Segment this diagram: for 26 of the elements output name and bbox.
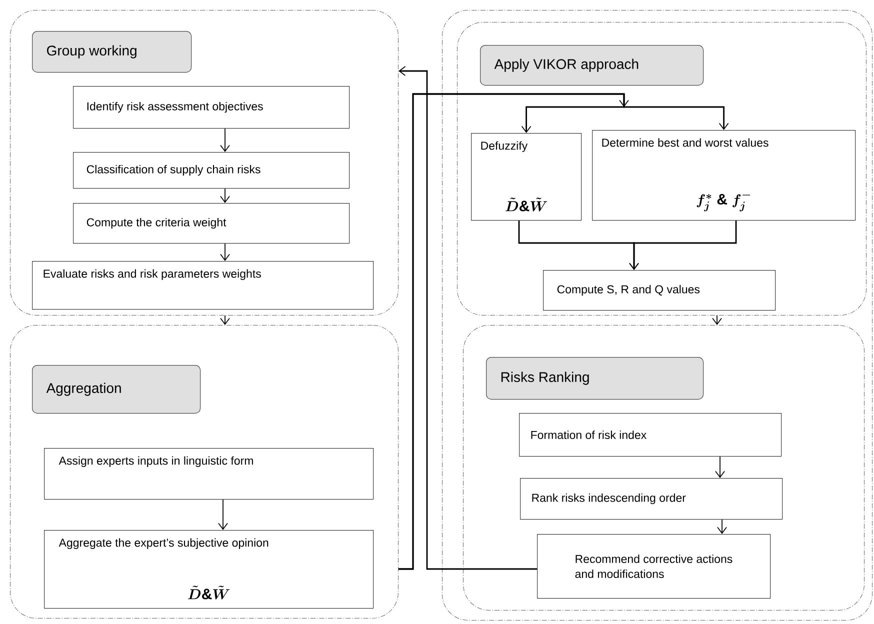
arrow	[629, 220, 737, 270]
heading-tab: Group working	[32, 31, 192, 73]
heading-tab: Risks Ranking	[486, 357, 704, 400]
arrow	[398, 66, 537, 570]
arrow	[717, 519, 727, 534]
arrow	[220, 188, 230, 203]
arrow	[218, 499, 228, 530]
outer-panel	[442, 10, 873, 620]
heading-tab: Apply VIKOR approach	[480, 45, 704, 86]
process-box: Compute the criteria weight	[73, 203, 350, 244]
process-box: Compute S, R and Q values	[543, 270, 776, 311]
arrow	[398, 93, 729, 570]
process-box: Assign experts inputs in linguistic form	[44, 448, 374, 500]
process-box: Formation of risk index	[519, 413, 782, 457]
arrow	[220, 243, 230, 261]
process-box: Determine best and worst values $f_j^{*}\ \&\ f_j^{-}$	[592, 130, 856, 221]
process-box: Defuzzify $\tilde{D}\&\tilde{W}$	[471, 133, 582, 221]
arrow	[715, 456, 725, 478]
process-box: Aggregate the expert’s subjective opinion $\tilde{D}\&\tilde{W}$	[44, 530, 374, 609]
process-box: Classification of supply chain risks	[73, 152, 350, 189]
process-box: Identify risk assessment objectives	[73, 86, 350, 129]
heading-tab: Aggregation	[32, 365, 201, 414]
process-box: Evaluate risks and risk parameters weights	[32, 261, 374, 310]
process-box: Rank risks indescending order	[520, 478, 783, 520]
arrow	[220, 128, 230, 152]
process-box: Recommend corrective actions and modifications	[537, 534, 771, 599]
